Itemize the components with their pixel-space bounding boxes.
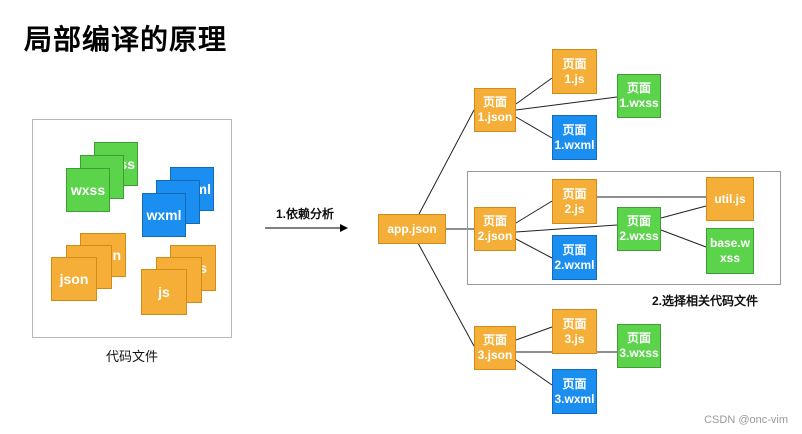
js-file-card: js (141, 269, 187, 315)
dependency-analysis-label: 1.依赖分析 (276, 207, 335, 221)
selected-files-frame (467, 171, 781, 285)
wxml-file-card: wxml (142, 193, 186, 237)
json-file-card: json (51, 257, 97, 301)
select-related-files-label: 2.选择相关代码文件 (652, 294, 759, 308)
page-title: 局部编译的原理 (24, 24, 228, 55)
code-files-frame (32, 119, 232, 338)
util-js-node: util.js (706, 177, 754, 221)
watermark: CSDN @onc-vim (704, 414, 788, 426)
wxss-file-card: wxss (66, 168, 110, 212)
app-json-node: app.json (378, 214, 446, 244)
code-files-caption: 代码文件 (106, 349, 159, 364)
